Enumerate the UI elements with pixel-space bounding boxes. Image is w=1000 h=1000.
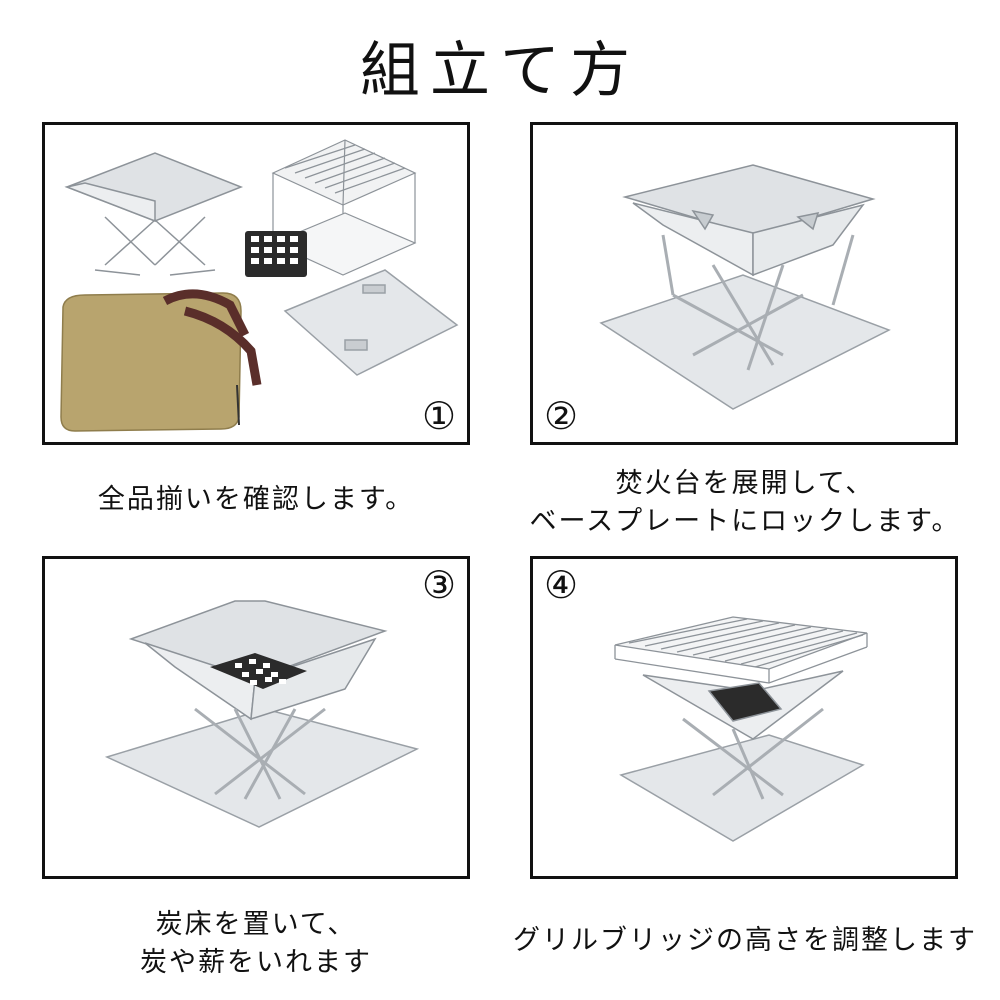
- grill-bridge-image: [614, 616, 868, 684]
- grill-grate-image: [271, 139, 417, 276]
- fire-pit-image: [128, 600, 388, 800]
- carry-bag-image: [60, 289, 262, 432]
- step-1-caption: 全品揃いを確認します。: [42, 481, 470, 519]
- step-2-caption: 焚火台を展開して、 ベースプレートにロックします。: [490, 465, 1000, 541]
- charcoal-plate-image: [210, 653, 307, 689]
- step-2-number: ②: [543, 394, 579, 438]
- fire-pit-image: [642, 670, 844, 800]
- step-4-panel: ④: [530, 556, 958, 879]
- page-title: 組立て方: [360, 36, 640, 106]
- fire-pit-image: [622, 164, 876, 371]
- caption-line: グリルブリッジの高さを調整します: [513, 925, 977, 956]
- step-3-number: ③: [421, 563, 457, 607]
- step-4-number: ④: [543, 563, 579, 607]
- folded-fire-pit-image: [64, 152, 244, 276]
- caption-line: 炭床を置いて、: [155, 909, 357, 940]
- step-3-panel: ③: [42, 556, 470, 879]
- base-plate-image: [599, 274, 891, 410]
- step-4-caption: グリルブリッジの高さを調整します: [490, 922, 1000, 960]
- charcoal-plate-image: [245, 231, 307, 277]
- caption-line: ベースプレートにロックします。: [529, 506, 961, 537]
- step-1-panel: ①: [42, 122, 470, 445]
- caption-line: 焚火台を展開して、: [615, 468, 875, 499]
- step-3-illustration: [104, 600, 420, 828]
- base-plate-image: [283, 269, 459, 376]
- step-4-illustration: [614, 616, 868, 842]
- step-3-caption: 炭床を置いて、 炭や薪をいれます: [42, 906, 470, 982]
- caption-line: 全品揃いを確認します。: [97, 484, 415, 515]
- step-2-illustration: [599, 164, 891, 410]
- step-2-panel: ②: [530, 122, 958, 445]
- caption-line: 炭や薪をいれます: [140, 947, 372, 978]
- step-1-number: ①: [421, 394, 457, 438]
- step-1-illustration: [60, 139, 459, 432]
